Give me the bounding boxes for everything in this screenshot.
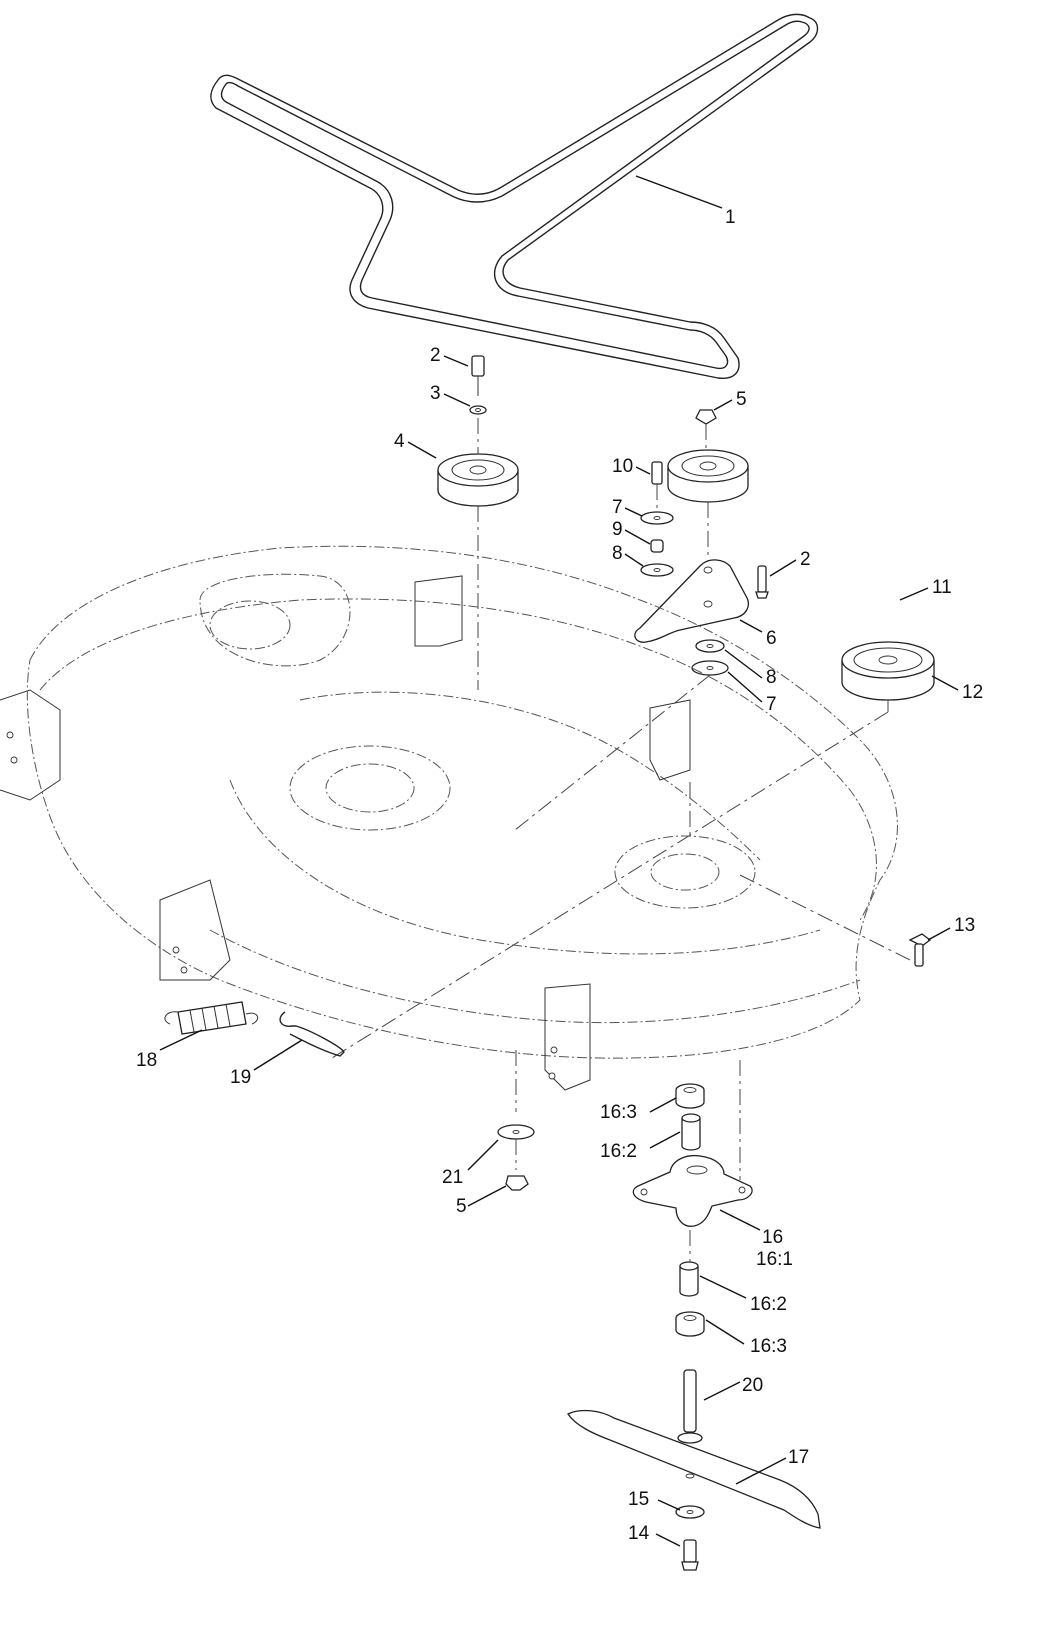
callout-8-upper: 8 [612,543,623,564]
spindle-pulley [331,641,935,1059]
callout-9: 9 [612,519,623,540]
callout-16-3-lower: 16:3 [750,1336,787,1357]
callout-2-pivot: 2 [800,549,811,570]
callout-21: 21 [442,1167,463,1188]
callout-8-lower: 8 [766,667,777,688]
callout-13: 13 [954,915,975,936]
spindle-assembly [632,1083,753,1337]
callout-16-2-upper: 16:2 [600,1141,637,1162]
idler-pulley-assembly-left [437,355,519,690]
callout-7-lower: 7 [766,694,777,715]
callout-4: 4 [394,431,405,452]
callout-7-upper: 7 [612,497,623,518]
callout-14: 14 [628,1523,650,1544]
callout-6: 6 [766,628,777,649]
callout-2-bolt: 2 [430,345,441,366]
callout-15: 15 [628,1489,649,1510]
spring-and-rod [164,1001,345,1057]
callout-12: 12 [962,682,983,703]
bolt-13 [908,933,932,967]
callout-labels: 1 2 3 4 5 10 7 9 8 2 11 6 8 12 7 13 18 1… [136,207,983,1544]
callout-17: 17 [788,1447,809,1468]
callout-3: 3 [430,383,441,404]
callout-18: 18 [136,1050,157,1071]
callout-11: 11 [932,577,952,598]
shaft-blade-hardware [567,1369,821,1571]
callout-10: 10 [612,456,633,477]
mower-deck [0,545,917,1180]
callout-16: 16 [762,1227,783,1248]
callout-5-nut-lower: 5 [456,1196,467,1217]
idler-pulley-assembly-right [514,409,769,831]
callout-16-2-lower: 16:2 [750,1294,787,1315]
callout-20: 20 [742,1375,763,1396]
callout-1: 1 [725,207,736,228]
drive-belt [210,13,819,379]
callout-16-1: 16:1 [756,1249,793,1270]
callout-19: 19 [230,1067,251,1088]
callout-leaders [159,175,959,1547]
callout-16-3-upper: 16:3 [600,1102,637,1123]
callout-5-nut-upper: 5 [736,389,747,410]
washer-and-nut-lower [497,1124,535,1191]
